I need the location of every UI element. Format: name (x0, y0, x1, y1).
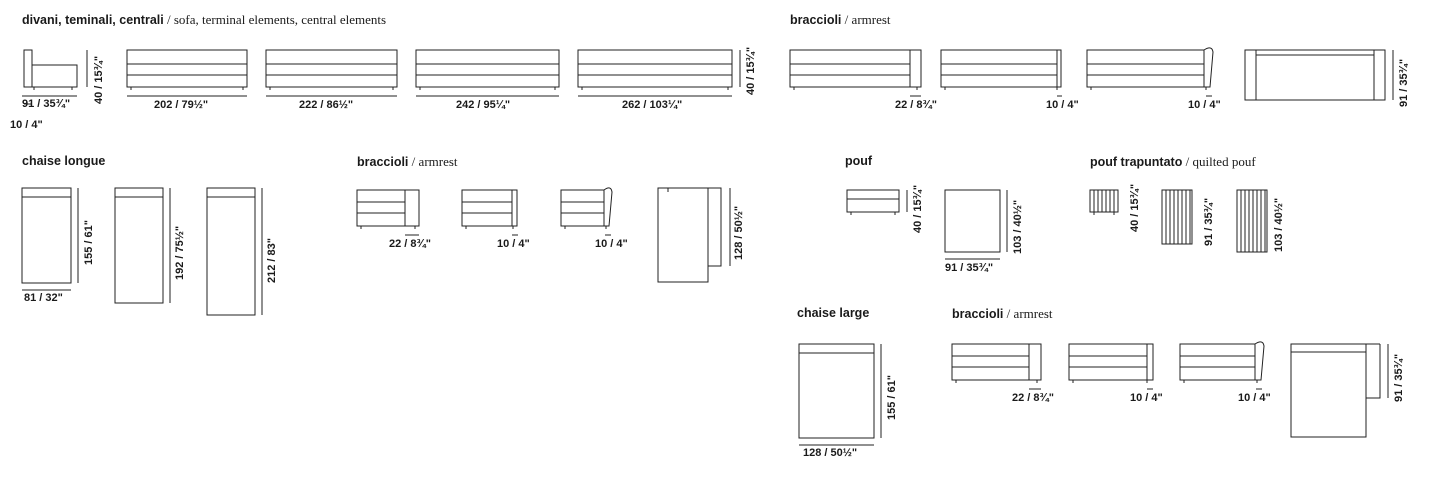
drawing-quilted-pouf-91 (1161, 189, 1193, 245)
drawing-chaise-longue-192 (114, 187, 171, 304)
dim-armrest1-c: 10 / 4" (1188, 99, 1221, 111)
drawing-armrest2-a (356, 189, 420, 236)
drawing-chaise-longue-155 (21, 187, 79, 291)
dim-armrest3-depth: 91 / 35¾" (1393, 353, 1405, 402)
drawing-armrest3-b (1068, 343, 1154, 390)
drawing-sofa-222 (265, 49, 398, 97)
dim-chaise-longue-width: 81 / 32" (24, 292, 63, 304)
dim-armrest3-a: 22 / 8¾" (1012, 392, 1054, 404)
dim-armrest1-b: 10 / 4" (1046, 99, 1079, 111)
drawing-quilted-pouf-103 (1236, 189, 1268, 253)
dim-quilted-91: 91 / 35¾" (1203, 197, 1215, 246)
drawing-armrest3-top (1290, 343, 1389, 438)
dim-sofa-242: 242 / 95¼" (456, 99, 511, 111)
drawing-terminal-sofa-side (22, 49, 88, 105)
drawing-armrest1-c (1086, 47, 1214, 97)
dim-pouf-width: 91 / 35¾" (945, 262, 994, 274)
dim-armrest2-c: 10 / 4" (595, 238, 628, 250)
heading-chaise-longue: chaise longue (22, 154, 106, 168)
heading-armrest-3: braccioli / armrest (952, 306, 1053, 321)
drawing-pouf-side (846, 189, 908, 215)
drawing-armrest2-b (461, 189, 518, 236)
drawing-chaise-large (798, 343, 882, 446)
drawing-armrest1-a (789, 49, 922, 97)
drawing-sofa-202 (126, 49, 248, 97)
dim-armrest1-a: 22 / 8¾" (895, 99, 937, 111)
dim-armrest2-b: 10 / 4" (497, 238, 530, 250)
dim-terminal-arm: 10 / 4" (10, 119, 43, 131)
dim-armrest3-b: 10 / 4" (1130, 392, 1163, 404)
dim-chaise-large-width: 128 / 50½" (803, 447, 858, 459)
drawing-armrest3-a (951, 343, 1042, 390)
dim-chaise-large-depth: 155 / 61" (886, 375, 898, 420)
drawing-armrest3-c (1179, 341, 1265, 390)
dim-chaise-longue-155: 155 / 61" (83, 220, 95, 265)
dim-armrest2-depth: 128 / 50½" (733, 205, 745, 260)
dim-armrest3-c: 10 / 4" (1238, 392, 1271, 404)
dim-sofa-202: 202 / 79½" (154, 99, 209, 111)
heading-sofa: divani, teminali, centrali / sofa, termi… (22, 12, 387, 27)
drawing-quilted-pouf-side (1089, 189, 1119, 215)
dim-sofa-262-height: 40 / 15¾" (745, 46, 757, 95)
drawing-sofa-242 (415, 49, 560, 97)
heading-quilted-pouf: pouf trapuntato / quilted pouf (1090, 154, 1256, 169)
dim-pouf-depth: 103 / 40½" (1012, 199, 1024, 254)
heading-chaise-large: chaise large (797, 306, 870, 320)
dim-armrest2-a: 22 / 8¾" (389, 238, 431, 250)
drawing-chaise-longue-212 (206, 187, 263, 316)
drawing-pouf-top (944, 189, 1008, 260)
dim-terminal-width: 91 / 35¾" (22, 98, 71, 110)
drawing-sofa-262 (577, 49, 741, 97)
drawing-armrest1-top (1244, 49, 1394, 101)
dim-sofa-222: 222 / 86½" (299, 99, 354, 111)
heading-pouf: pouf (845, 154, 873, 168)
dim-quilted-103: 103 / 40½" (1273, 197, 1285, 252)
drawing-armrest2-top (657, 187, 731, 283)
drawing-armrest2-c (560, 187, 613, 236)
heading-armrest-2: braccioli / armrest (357, 154, 458, 169)
dim-pouf-height: 40 / 15¾" (912, 184, 924, 233)
dim-quilted-height: 40 / 15¾" (1129, 183, 1141, 232)
dim-chaise-longue-212: 212 / 83" (266, 238, 278, 283)
dim-chaise-longue-192: 192 / 75½" (174, 225, 186, 280)
heading-armrest-1: braccioli / armrest (790, 12, 891, 27)
dim-armrest1-depth: 91 / 35¾" (1398, 58, 1410, 107)
dim-sofa-262: 262 / 103¼" (622, 99, 683, 111)
drawing-armrest1-b (940, 49, 1062, 97)
dim-terminal-height: 40 / 15¾" (93, 55, 105, 104)
